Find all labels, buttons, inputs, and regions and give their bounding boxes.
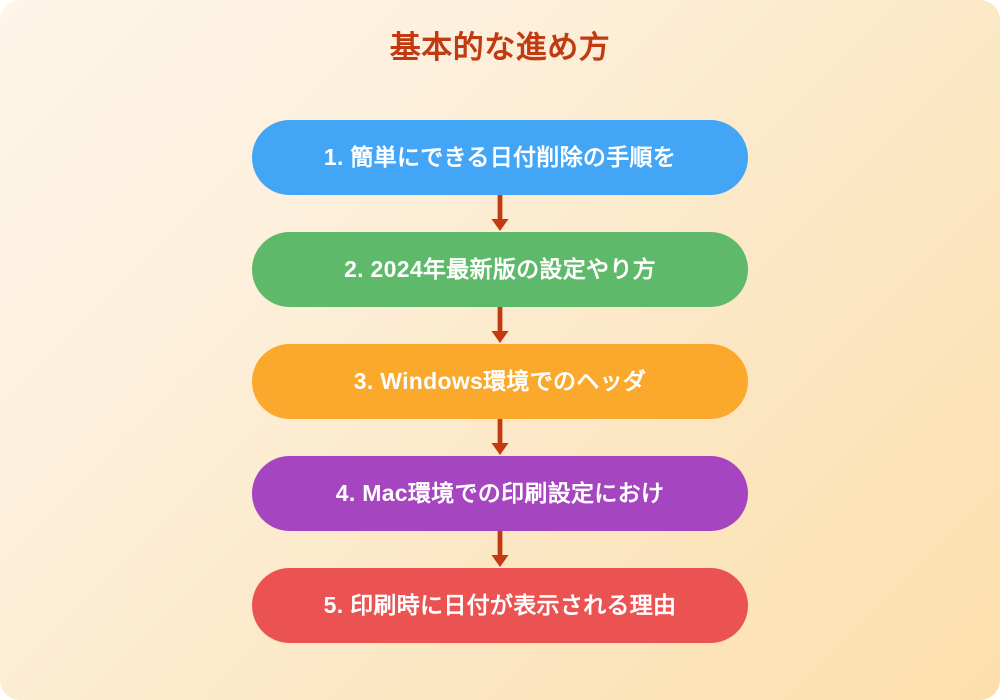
arrow-down-icon bbox=[491, 307, 509, 343]
page-title: 基本的な進め方 bbox=[389, 30, 611, 65]
connector-1-to-2 bbox=[252, 195, 748, 232]
flow-step-1: 1. 簡単にできる日付削除の手順を bbox=[252, 120, 748, 195]
connector-3-to-4 bbox=[252, 419, 748, 456]
step-box-3[interactable]: 3. Windows環境でのヘッダ bbox=[252, 344, 748, 419]
step-box-5[interactable]: 5. 印刷時に日付が表示される理由 bbox=[252, 568, 748, 643]
step-box-4[interactable]: 4. Mac環境での印刷設定におけ bbox=[252, 456, 748, 531]
step-label-1: 1. 簡単にできる日付削除の手順を bbox=[323, 144, 677, 171]
flow-steps-container: 1. 簡単にできる日付削除の手順を 2. 2024年最新版の設定やり方 3. W… bbox=[252, 120, 748, 643]
step-label-5: 5. 印刷時に日付が表示される理由 bbox=[323, 592, 677, 619]
step-box-2[interactable]: 2. 2024年最新版の設定やり方 bbox=[252, 232, 748, 307]
arrow-down-icon bbox=[491, 531, 509, 567]
step-label-3: 3. Windows環境でのヘッダ bbox=[353, 368, 647, 395]
flow-step-3: 3. Windows環境でのヘッダ bbox=[252, 344, 748, 419]
flow-step-5: 5. 印刷時に日付が表示される理由 bbox=[252, 568, 748, 643]
flow-step-4: 4. Mac環境での印刷設定におけ bbox=[252, 456, 748, 531]
arrow-down-icon bbox=[491, 195, 509, 231]
arrow-down-icon bbox=[491, 419, 509, 455]
connector-2-to-3 bbox=[252, 307, 748, 344]
step-box-1[interactable]: 1. 簡単にできる日付削除の手順を bbox=[252, 120, 748, 195]
step-label-2: 2. 2024年最新版の設定やり方 bbox=[344, 256, 656, 283]
connector-4-to-5 bbox=[252, 531, 748, 568]
step-label-4: 4. Mac環境での印刷設定におけ bbox=[335, 480, 665, 507]
flow-step-2: 2. 2024年最新版の設定やり方 bbox=[252, 232, 748, 307]
